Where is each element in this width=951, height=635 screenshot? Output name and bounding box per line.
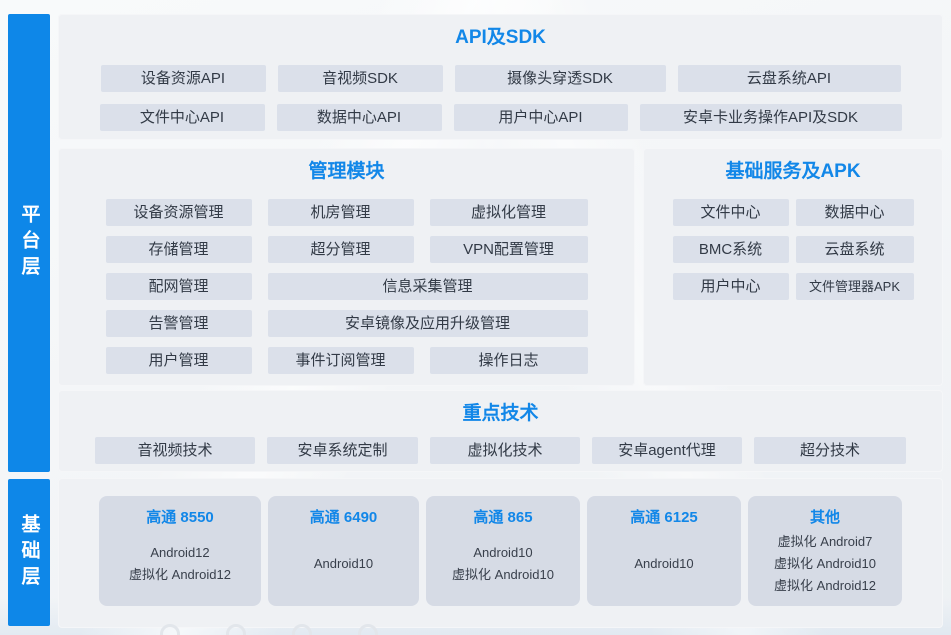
chip: 用户中心 (672, 273, 789, 300)
chip: 安卓agent代理 (592, 437, 742, 464)
panel-tech-title: 重点技术 (462, 403, 539, 424)
hw-card: 高通 6125 Android10 (587, 496, 741, 606)
background-dot (358, 624, 378, 635)
rail-platform-label: 平台层 (18, 204, 40, 282)
chip: BMC系统 (672, 236, 789, 263)
hw-card-title: 其他 (809, 509, 840, 526)
chip: 云盘系统API (677, 65, 901, 92)
tech-row: 音视频技术 安卓系统定制 虚拟化技术 安卓agent代理 超分技术 (58, 437, 943, 464)
panel-management-modules: 管理模块 设备资源管理 机房管理 虚拟化管理 存储管理 超分管理 VPN配置管理… (58, 148, 635, 386)
chip: 文件中心 (672, 199, 789, 226)
panel-api-sdk-title: API及SDK (455, 27, 546, 48)
hw-card-lines: 虚拟化 Android7 虚拟化 Android10 虚拟化 Android12 (774, 533, 876, 593)
chip: 音视频SDK (277, 65, 443, 92)
background-dots (160, 624, 378, 635)
rail-base-label: 基础层 (18, 513, 40, 592)
chip: 摄像头穿透SDK (454, 65, 666, 92)
chip: 设备资源管理 (105, 199, 252, 226)
panel-hardware: 高通 8550 Android12 虚拟化 Android12 高通 6490 … (58, 478, 943, 628)
chip: 用户管理 (105, 347, 252, 374)
background-dot (226, 624, 246, 635)
hw-card-title: 高通 8550 (146, 509, 214, 526)
panel-management-title: 管理模块 (308, 161, 385, 182)
hw-card-lines: Android12 虚拟化 Android12 (129, 544, 231, 582)
chip: 设备资源API (100, 65, 266, 92)
chip: 文件管理器APK (795, 273, 914, 300)
chip: 事件订阅管理 (267, 347, 414, 374)
hw-card: 其他 虚拟化 Android7 虚拟化 Android10 虚拟化 Androi… (748, 496, 902, 606)
panel-key-technologies: 重点技术 音视频技术 安卓系统定制 虚拟化技术 安卓agent代理 超分技术 (58, 390, 943, 472)
hardware-cards: 高通 8550 Android12 虚拟化 Android12 高通 6490 … (58, 496, 943, 606)
chip: 告警管理 (105, 310, 252, 337)
services-grid: 文件中心 数据中心 BMC系统 云盘系统 用户中心 文件管理器APK (672, 199, 914, 300)
hw-card-lines: Android10 (634, 555, 694, 571)
chip: 虚拟化管理 (429, 199, 588, 226)
rail-platform-layer: 平台层 (8, 14, 50, 472)
hw-card-title: 高通 6490 (309, 509, 378, 526)
chip: 超分管理 (267, 236, 414, 263)
management-grid: 设备资源管理 机房管理 虚拟化管理 存储管理 超分管理 VPN配置管理 配网管理… (105, 199, 588, 374)
panel-base-services-apk: 基础服务及APK 文件中心 数据中心 BMC系统 云盘系统 用户中心 文件管理器… (643, 148, 943, 386)
chip: 数据中心 (795, 199, 914, 226)
chip: 配网管理 (105, 273, 252, 300)
chip: 文件中心API (99, 104, 265, 131)
chip: 安卓卡业务操作API及SDK (639, 104, 902, 131)
panel-services-title: 基础服务及APK (725, 161, 861, 182)
chip: 数据中心API (276, 104, 442, 131)
background-dot (292, 624, 312, 635)
chip: 安卓镜像及应用升级管理 (267, 310, 588, 337)
hw-card-lines: Android10 虚拟化 Android10 (452, 544, 554, 582)
chip: 存储管理 (105, 236, 252, 263)
chip: 用户中心API (453, 104, 628, 131)
hw-card: 高通 6490 Android10 (268, 496, 419, 606)
chip: 云盘系统 (795, 236, 914, 263)
chip: VPN配置管理 (429, 236, 588, 263)
api-row-2: 文件中心API 数据中心API 用户中心API 安卓卡业务操作API及SDK (58, 104, 943, 131)
hw-card: 高通 8550 Android12 虚拟化 Android12 (99, 496, 261, 606)
hw-card: 高通 865 Android10 虚拟化 Android10 (426, 496, 580, 606)
chip: 虚拟化技术 (430, 437, 580, 464)
hw-card-title: 高通 865 (473, 509, 533, 526)
chip: 音视频技术 (95, 437, 255, 464)
hw-card-lines: Android10 (313, 555, 374, 571)
chip: 安卓系统定制 (267, 437, 418, 464)
panel-api-sdk: API及SDK 设备资源API 音视频SDK 摄像头穿透SDK 云盘系统API … (58, 14, 943, 140)
chip: 操作日志 (429, 347, 588, 374)
api-row-1: 设备资源API 音视频SDK 摄像头穿透SDK 云盘系统API (58, 65, 943, 92)
chip: 信息采集管理 (267, 273, 588, 300)
rail-base-layer: 基础层 (8, 479, 50, 626)
chip: 机房管理 (267, 199, 414, 226)
background-dot (160, 624, 180, 635)
chip: 超分技术 (754, 437, 906, 464)
hw-card-title: 高通 6125 (630, 509, 698, 526)
